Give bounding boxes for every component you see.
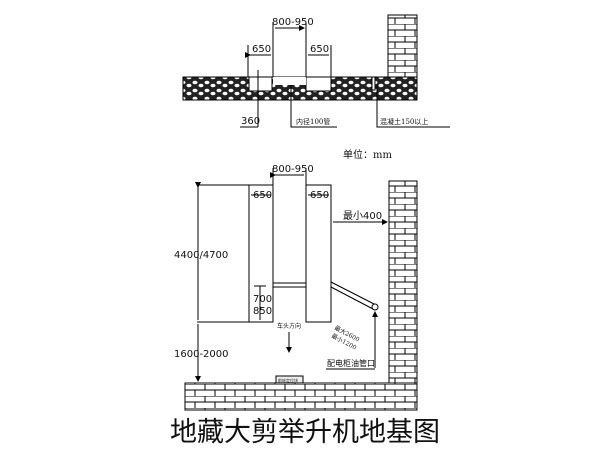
right-platform	[305, 184, 332, 323]
front-gap-dim: 1600-2000	[174, 349, 229, 360]
low-height-2: 850	[253, 306, 272, 317]
top-dim-center: 800-950	[272, 17, 314, 28]
min-wall-distance: 最小400	[343, 210, 382, 222]
right-pit	[305, 76, 332, 92]
pipe-slot	[371, 76, 376, 91]
wheel-block	[275, 375, 304, 384]
top-dim-right: 650	[310, 44, 329, 55]
height-dim: 4400/4700	[174, 250, 228, 261]
top-section-view	[182, 14, 450, 128]
top-depth: 360	[241, 116, 260, 127]
low-height-1: 700	[253, 294, 272, 305]
plan-view	[184, 168, 418, 411]
ground-brick	[184, 382, 418, 411]
side-dim-right: 650	[310, 190, 329, 201]
oil-hose	[330, 281, 377, 310]
direction-label: 车头方向	[277, 322, 301, 330]
side-brick-wall	[388, 180, 418, 384]
pipe-label: 内径100管	[296, 117, 330, 126]
cabinet-pipe-label: 配电柜油管口	[327, 358, 375, 368]
side-dim-center: 800-950	[272, 164, 314, 175]
top-brick-wall	[387, 14, 418, 78]
cross-beam	[273, 282, 306, 288]
wheel-block-label: 前轮定位块	[278, 377, 298, 383]
concrete-label: 混凝土150以上	[380, 117, 428, 126]
left-pit	[248, 76, 273, 92]
drawing-title: 地藏大剪举升机地基图	[170, 417, 440, 448]
hose-end	[371, 303, 379, 311]
top-dim-left: 650	[252, 44, 271, 55]
side-dim-left: 650	[253, 190, 272, 201]
unit-label: 单位：mm	[343, 148, 392, 161]
left-platform	[248, 184, 274, 323]
